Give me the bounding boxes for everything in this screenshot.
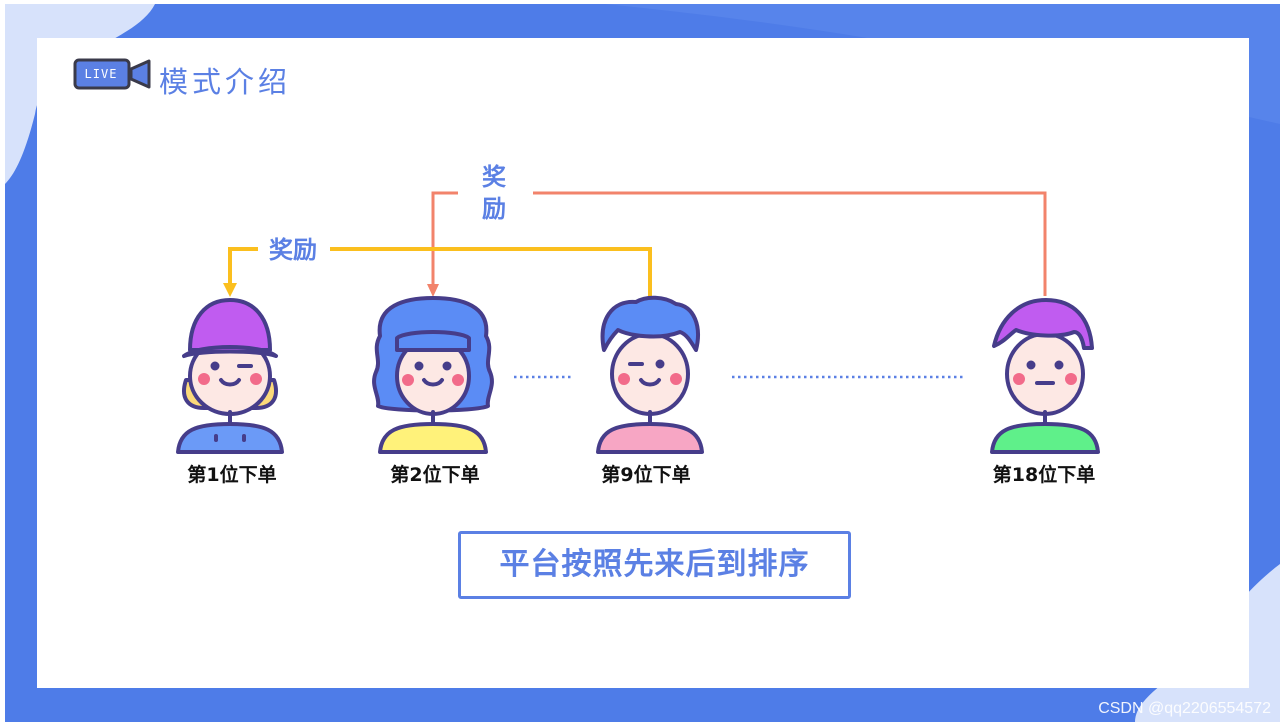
ordering-rule-text: 平台按照先来后到排序	[499, 547, 810, 582]
person-label-1: 第1位下单	[187, 464, 277, 486]
live-badge-text: LIVE	[84, 67, 118, 81]
reward-connector-orange	[533, 191, 1047, 296]
watermark: CSDN @qq2206554572	[1098, 700, 1271, 717]
reward-connector-orange-left	[431, 191, 458, 288]
avatar-1-icon	[176, 298, 284, 454]
reward-arrowhead-yellow	[223, 283, 237, 297]
reward-connector-yellow	[330, 247, 652, 298]
ordering-rule-box: 平台按照先来后到排序	[458, 531, 851, 599]
page-title: 模式介绍	[159, 65, 292, 99]
reward-arrowhead-orange	[427, 284, 439, 297]
reward-connector-yellow-left	[228, 247, 258, 286]
person-label-2: 第2位下单	[390, 464, 480, 486]
avatar-4-icon	[990, 298, 1100, 454]
person-label-18: 第18位下单	[992, 464, 1096, 486]
reward-label-orange-char-2: 励	[482, 195, 506, 223]
reward-label-orange-char-1: 奖	[482, 163, 506, 191]
avatar-3-icon	[596, 295, 704, 454]
reward-label-yellow: 奖励	[262, 234, 324, 266]
avatar-2-icon	[372, 296, 494, 454]
person-label-9: 第9位下单	[601, 464, 691, 486]
live-camera-icon	[73, 58, 151, 90]
reward-label-orange: 奖 励	[474, 161, 514, 225]
